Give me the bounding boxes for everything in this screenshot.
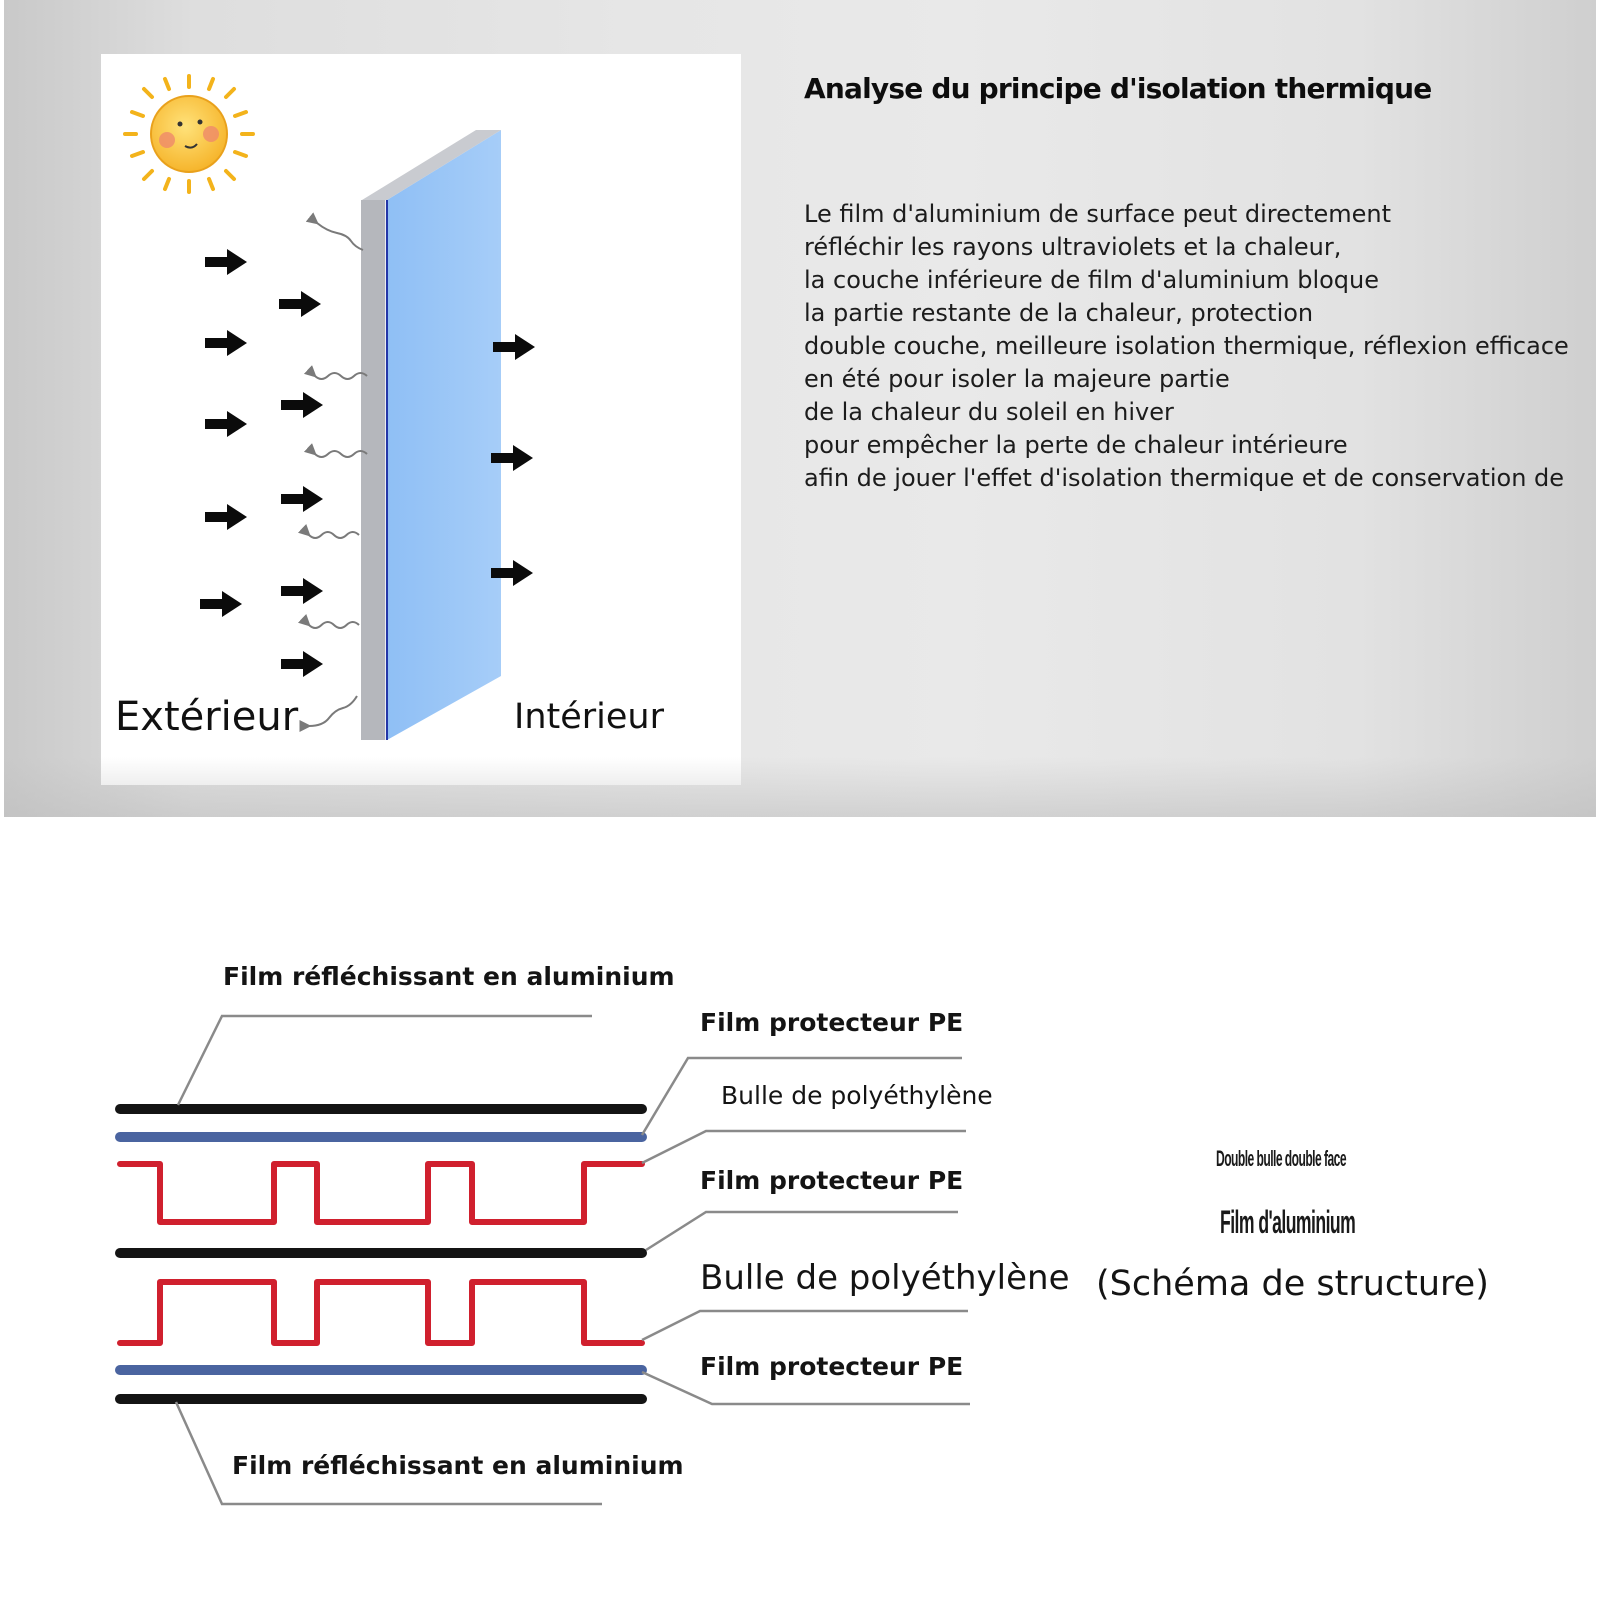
- caption-aluminium-film: Film d'aluminium: [1220, 1204, 1356, 1240]
- description-line: pour empêcher la perte de chaleur intéri…: [804, 431, 1348, 459]
- description-line: Le film d'aluminium de surface peut dire…: [804, 200, 1392, 228]
- leader-line: [641, 1129, 966, 1165]
- reflected-ray-icon: [303, 365, 368, 380]
- heat-arrow-icon: [205, 411, 247, 437]
- reflected-ray-icon: [303, 443, 368, 458]
- leader-line: [641, 1309, 968, 1342]
- leader-line: [641, 1370, 970, 1406]
- exterior-label: Extérieur: [115, 694, 299, 740]
- heat-arrow-icon: [281, 578, 323, 604]
- label-bubble-2: Bulle de polyéthylène: [700, 1258, 1070, 1298]
- analysis-title: Analyse du principe d'isolation thermiqu…: [804, 72, 1432, 105]
- description-line: en été pour isoler la majeure partie: [804, 365, 1230, 393]
- label-pe-film-1: Film protecteur PE: [700, 1008, 964, 1037]
- description-line: double couche, meilleure isolation therm…: [804, 332, 1569, 360]
- heat-arrow-icon: [205, 249, 247, 275]
- description-line: réfléchir les rayons ultraviolets et la …: [804, 233, 1342, 261]
- caption-structure-diagram: (Schéma de structure): [1096, 1264, 1489, 1304]
- sun-icon: [123, 74, 255, 194]
- bubble-layer-upper: [117, 1161, 645, 1225]
- incoming-heat-arrows: [200, 249, 323, 677]
- reflected-ray-icon: [305, 212, 364, 251]
- reflected-ray-icon: [297, 524, 360, 539]
- heat-arrow-icon: [493, 334, 535, 360]
- leader-line: [645, 1210, 958, 1252]
- transmitted-heat-arrows: [491, 334, 535, 586]
- analysis-description: Le film d'aluminium de surface peut dire…: [804, 198, 1596, 495]
- leader-line: [640, 1056, 962, 1136]
- thermal-insulation-panel: Extérieur Intérieur Analyse du principe …: [4, 0, 1596, 817]
- insulation-diagram: [123, 74, 535, 740]
- heat-arrow-icon: [205, 504, 247, 530]
- reflected-ray-icon: [299, 695, 358, 733]
- interior-label: Intérieur: [514, 697, 664, 737]
- description-line: afin de jouer l'effet d'isolation thermi…: [804, 464, 1565, 492]
- heat-arrow-icon: [279, 291, 321, 317]
- glass-pane: [361, 130, 501, 740]
- label-pe-film-3: Film protecteur PE: [700, 1352, 964, 1381]
- heat-arrow-icon: [281, 486, 323, 512]
- leader-line: [176, 1014, 592, 1106]
- heat-arrow-icon: [205, 330, 247, 356]
- heat-arrow-icon: [281, 392, 323, 418]
- leader-lines: [174, 1014, 970, 1506]
- label-bubble-1: Bulle de polyéthylène: [721, 1081, 993, 1110]
- heat-arrow-icon: [200, 591, 242, 617]
- description-line: la partie restante de la chaleur, protec…: [804, 299, 1314, 327]
- layer-stack: [115, 1104, 647, 1404]
- label-aluminium-film-top: Film réfléchissant en aluminium: [223, 962, 675, 991]
- label-pe-film-2: Film protecteur PE: [700, 1166, 964, 1195]
- caption-double-bubble: Double bulle double face: [1216, 1146, 1347, 1171]
- bubble-layer-lower: [117, 1279, 645, 1346]
- label-aluminium-film-bottom: Film réfléchissant en aluminium: [232, 1451, 684, 1480]
- heat-arrow-icon: [491, 560, 533, 586]
- description-line: la couche inférieure de film d'aluminium…: [804, 266, 1380, 294]
- description-line: de la chaleur du soleil en hiver: [804, 398, 1174, 426]
- leader-line: [174, 1401, 602, 1506]
- insulation-diagram-card: Extérieur Intérieur: [101, 54, 741, 785]
- heat-arrow-icon: [281, 651, 323, 677]
- reflected-heat-arrows: [297, 212, 368, 733]
- heat-arrow-icon: [491, 445, 533, 471]
- reflected-ray-icon: [297, 614, 360, 629]
